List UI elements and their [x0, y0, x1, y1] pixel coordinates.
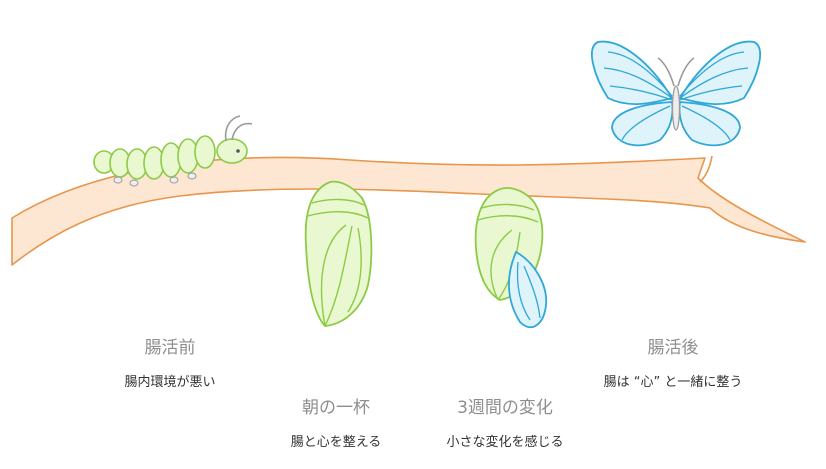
stage-2-title: 朝の一杯: [302, 398, 370, 418]
caterpillar-icon: [93, 115, 253, 187]
stage-1-title: 腸活前: [144, 338, 196, 358]
stage-1-desc: 腸内環境が悪い: [124, 375, 216, 390]
stage-2-desc: 腸と心を整える: [290, 435, 382, 450]
stage-3-title: 3週間の変化: [457, 398, 553, 418]
stage-3-desc: 小さな変化を感じる: [446, 435, 564, 450]
butterfly-icon: [591, 40, 761, 147]
emerging-chrysalis-icon: [474, 187, 547, 328]
stage-4-title: 腸活後: [647, 338, 699, 358]
tree-branch: [11, 156, 806, 266]
stage-4-desc: 腸は “心” と一緒に整う: [603, 375, 743, 390]
chrysalis-icon: [304, 180, 373, 327]
